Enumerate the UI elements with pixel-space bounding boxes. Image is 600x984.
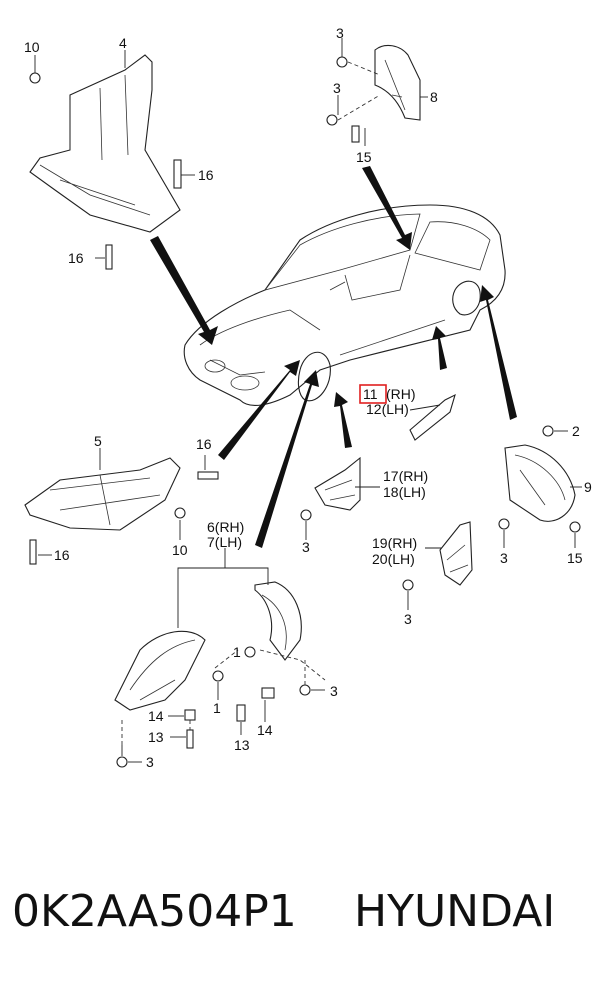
callout-3: 3 [330, 683, 338, 699]
callout-12: 12(LH) [366, 401, 409, 417]
callout-1: 1 [213, 700, 221, 716]
callout-3: 3 [333, 80, 341, 96]
callout-4: 4 [119, 35, 127, 51]
part-4-under-cover [29, 50, 195, 270]
callout-5: 5 [94, 433, 102, 449]
callout-11-number: 11 [363, 386, 378, 402]
callout-19: 19(RH) [372, 535, 417, 551]
callout-16: 16 [54, 547, 70, 563]
part-8-mud-guard [326, 38, 428, 146]
callout-14: 14 [148, 708, 164, 724]
callout-3: 3 [500, 550, 508, 566]
callout-11-side: (RH) [386, 386, 416, 402]
callout-17: 17(RH) [383, 468, 428, 484]
part-6-inner-fender [114, 548, 326, 768]
callout-labels: 10 4 16 16 3 3 8 15 11 (RH) 12(LH) 2 9 3… [24, 25, 592, 770]
part-9-inner-fender [498, 425, 582, 548]
part-19-mud-guard [402, 521, 473, 610]
callout-16: 16 [198, 167, 214, 183]
callout-9: 9 [584, 479, 592, 495]
callout-16: 16 [196, 436, 212, 452]
parts-diagram: 10 4 16 16 3 3 8 15 11 (RH) 12(LH) 2 9 3… [24, 25, 592, 770]
callout-6: 6(RH) [207, 519, 244, 535]
callout-3: 3 [404, 611, 412, 627]
callout-8: 8 [430, 89, 438, 105]
callout-15: 15 [356, 149, 372, 165]
callout-1: 1 [233, 644, 241, 660]
callout-2: 2 [572, 423, 580, 439]
callout-20: 20(LH) [372, 551, 415, 567]
part-number: 0K2AA504P1 [12, 886, 297, 937]
part-11-strip [359, 384, 456, 441]
callout-16: 16 [68, 250, 84, 266]
callout-3: 3 [302, 539, 310, 555]
callout-10: 10 [24, 39, 40, 55]
callout-3: 3 [146, 754, 154, 770]
callout-13: 13 [234, 737, 250, 753]
callout-3: 3 [336, 25, 344, 41]
brand-name: HYUNDAI [354, 886, 556, 937]
callout-14: 14 [257, 722, 273, 738]
callout-18: 18(LH) [383, 484, 426, 500]
car-body [183, 204, 506, 406]
callout-7: 7(LH) [207, 534, 242, 550]
pointer-arrows [150, 166, 517, 548]
part-5-under-cover [24, 448, 219, 565]
callout-10: 10 [172, 542, 188, 558]
callout-15: 15 [567, 550, 583, 566]
part-17-mud-guard [300, 456, 380, 540]
footer: 0K2AA504P1 HYUNDAI [0, 880, 600, 950]
callout-13: 13 [148, 729, 164, 745]
highlight-box-11 [359, 384, 387, 404]
